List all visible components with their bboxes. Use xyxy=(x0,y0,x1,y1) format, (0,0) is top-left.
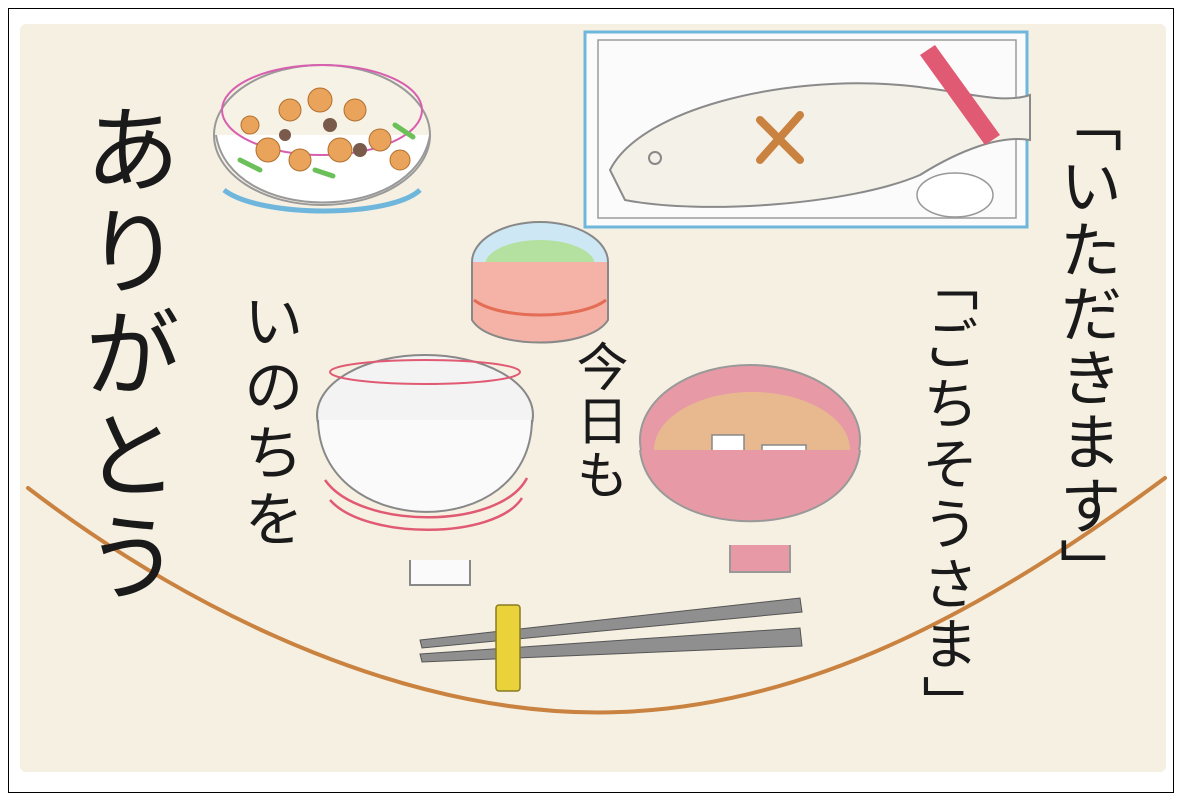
itadakimasu-text: 「いただきます」 xyxy=(1049,90,1122,602)
table-edge-line xyxy=(26,476,1167,715)
grilled-fish-plate xyxy=(583,30,1031,229)
rice-bowl xyxy=(316,354,534,586)
arigatou-text: ありがとう xyxy=(68,100,180,610)
kyoumo-text: 今日も xyxy=(567,340,627,502)
inochiwo-text: いのちを xyxy=(233,290,303,554)
gochisousama-text: 「ごちそうさま」 xyxy=(913,255,978,735)
side-dish-bowl xyxy=(471,221,609,344)
chopsticks xyxy=(419,597,803,692)
miso-soup-bowl xyxy=(639,364,861,573)
nimono-bowl xyxy=(213,64,431,214)
